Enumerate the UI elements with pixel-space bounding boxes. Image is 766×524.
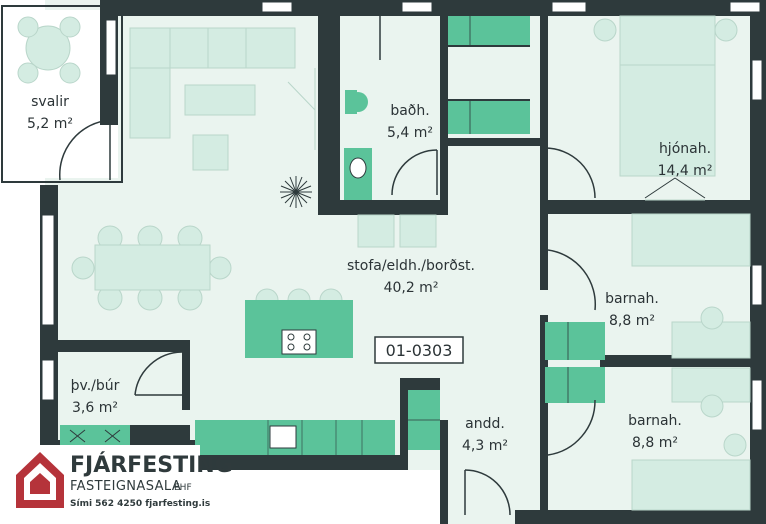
logo-contact: Sími 562 4250 fjarfesting.is [70,499,210,509]
room-name-stofa: stofa/eldh./borðst. [347,258,475,274]
room-area-bad: 5,4 m² [387,125,433,141]
outside-bottom-mid [200,470,445,524]
room-name-barnah-2: barnah. [628,413,682,429]
laundry-fixtures [60,351,183,447]
room-name-barnah-1: barnah. [605,291,659,307]
sink-icon [269,425,297,449]
living-door [287,68,316,150]
room-name-bad: baðh. [390,103,429,119]
kids2-door-arc [547,399,596,456]
logo-subtitle: FASTEIGNASALA [70,479,181,494]
balcony-outline [1,5,123,183]
logo-suffix: EHF [174,483,192,493]
living-furniture [129,27,296,171]
cooktop-icon [281,329,317,355]
room-name-andd: andd. [465,416,505,432]
room-area-svalir: 5,2 m² [27,116,73,132]
logo-title: FJÁRFESTING [70,452,233,478]
room-name-svalir: svalir [31,94,69,110]
balcony-door-arc [59,119,111,181]
room-area-andd: 4,3 m² [462,438,508,454]
unit-id: 01-0303 [386,341,453,360]
unit-id-box [374,336,464,364]
bath-door-arc [391,149,438,196]
balcony [1,5,123,183]
kids-room-1-furniture [545,213,751,360]
company-logo: FJÁRFESTING FASTEIGNASALA EHF Sími 562 4… [0,445,233,524]
hall-closets [448,16,596,199]
master-bed [593,15,738,201]
room-area-barnah-1: 8,8 m² [609,313,655,329]
plant-icon [280,176,312,208]
balcony-table [17,16,81,84]
entry-door-arc [464,469,511,516]
room-name-thv: þv./búr [71,378,120,394]
bathroom-fixtures [344,16,438,248]
kids1-door-arc [547,249,597,311]
bed-door-arc [544,147,596,199]
house-logo-icon [16,452,64,508]
room-area-thv: 3,6 m² [72,400,118,416]
kids-room-2-furniture [545,367,751,511]
room-name-hjonah: hjónah. [659,141,711,157]
kitchen-island [245,288,353,358]
dining-table [71,225,232,311]
laundry-door-arc [134,351,183,396]
room-area-hjonah: 14,4 m² [658,163,713,179]
room-area-stofa: 40,2 m² [384,280,439,296]
windows [41,1,763,431]
room-area-barnah-2: 8,8 m² [632,435,678,451]
kitchen-counter [195,420,395,455]
entry-fixtures [408,390,511,516]
